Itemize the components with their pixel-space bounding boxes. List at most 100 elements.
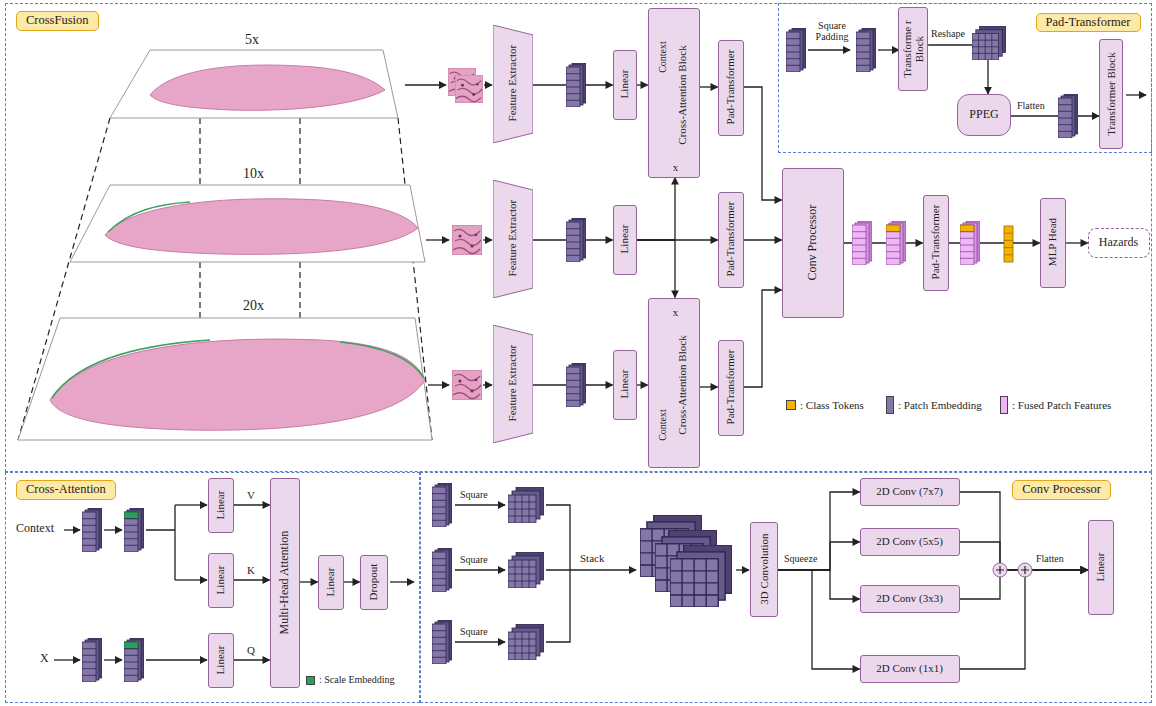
- token-stacks: [432, 548, 452, 592]
- flow-arrows: [546, 505, 570, 642]
- trapezoid-outline: [493, 25, 533, 143]
- box-label: Linear: [618, 225, 630, 254]
- process-box: Linear: [613, 350, 637, 420]
- box-label: Feature Extractor: [506, 200, 518, 277]
- box-label: Linear: [1094, 553, 1106, 582]
- connector-arrow: [234, 504, 270, 505]
- trapezoid-outline: [493, 325, 533, 443]
- annotation-label: Square: [460, 626, 488, 637]
- slide-pyramid: [70, 185, 425, 262]
- slide-pyramid: [105, 199, 418, 255]
- flow-arrows: [736, 569, 749, 570]
- process-box: Linear: [208, 633, 234, 688]
- flow-arrows: [405, 84, 446, 85]
- edge-label: Flatten: [1016, 100, 1046, 111]
- token-stacks: [82, 508, 102, 552]
- sum-node: [993, 563, 1032, 577]
- box-label: x: [673, 305, 679, 317]
- slide-pyramid: [50, 339, 425, 430]
- box-label: 2D Conv (7x7): [876, 485, 943, 497]
- flow-arrows: [104, 529, 122, 530]
- flow-arrows: [426, 239, 449, 240]
- panel-title: CrossFusion: [16, 11, 99, 31]
- box-label: Cross-Attention Block: [675, 335, 687, 434]
- connector-arrow: [960, 570, 1088, 669]
- edge-label: Q: [246, 644, 256, 656]
- box-label: Linear: [324, 568, 336, 597]
- connector-arrow: [960, 492, 1088, 570]
- edge-label: Reshape: [930, 28, 966, 39]
- process-box: Linear: [208, 553, 234, 608]
- flow-arrows: [546, 569, 636, 570]
- connector-arrow: [700, 86, 718, 87]
- box-label: Cross-Attention Block: [675, 45, 687, 144]
- legend-label: : Fused Patch Features: [1012, 399, 1111, 411]
- connector-arrow: [637, 384, 648, 385]
- connector-arrow: [744, 290, 782, 387]
- connector-arrow: [700, 386, 718, 387]
- conv-box: 2D Conv (1x1): [860, 655, 960, 683]
- legend-swatch: [1000, 396, 1008, 414]
- connector-arrow: [1066, 242, 1088, 243]
- sum-node: [1018, 563, 1032, 577]
- trapezoid-outline: [493, 180, 533, 298]
- slide-pyramid: [150, 65, 385, 110]
- flow-arrows: [483, 239, 492, 240]
- process-box: Linear: [208, 478, 234, 533]
- process-box: Conv Processor: [782, 168, 844, 318]
- token-stacks: [856, 28, 876, 72]
- box-label: Multi-Head Attention: [278, 531, 291, 635]
- class-token-column: [1004, 233, 1013, 255]
- process-box: Linear: [318, 555, 344, 610]
- flow-arrows: [483, 384, 492, 385]
- encoder-trapezoid: Feature Extractor: [493, 325, 533, 443]
- process-box: Multi-Head Attention: [270, 478, 300, 688]
- panel: LinearLinearLinearMulti-Head AttentionLi…: [5, 472, 420, 703]
- slide-pyramid: [18, 50, 432, 440]
- class-token-column: [1004, 226, 1013, 262]
- attention-block: ContextCross-Attention Blockx: [648, 8, 700, 178]
- token-stacks: [1058, 94, 1078, 138]
- token-stacks: [566, 363, 586, 407]
- attention-block: xCross-Attention BlockContext: [648, 298, 700, 468]
- box-label: 3D Convolution: [757, 533, 769, 604]
- box-label: Pad-Transformer: [929, 205, 941, 280]
- box-label: Feature Extractor: [506, 345, 518, 422]
- flow-arrows: [428, 384, 449, 385]
- flow-arrows: [104, 659, 122, 660]
- encoder-trapezoid: Feature Extractor: [493, 25, 533, 143]
- process-box: Pad-Transformer: [718, 340, 744, 436]
- box-label: Dropout: [367, 564, 379, 601]
- box-label: Context: [656, 409, 667, 441]
- box-label: Linear: [214, 646, 226, 675]
- panel-title: Cross-Attention: [16, 480, 116, 500]
- annotation-label: 20x: [243, 298, 264, 313]
- flow-arrows: [390, 581, 414, 582]
- box-label: Linear: [618, 70, 630, 99]
- connector-arrow: [778, 570, 860, 669]
- box-label: Pad-Transformer: [724, 202, 736, 277]
- flow-arrows: [175, 579, 207, 580]
- token-stacks: [508, 487, 544, 523]
- annotation-label: Square Padding: [810, 20, 854, 42]
- box-label: Pad-Transformer: [724, 350, 736, 425]
- box-label: 2D Conv (1x1): [876, 662, 943, 674]
- rounded-box: PPEG: [957, 94, 1011, 136]
- token-stacks: [972, 26, 1006, 60]
- box-label: PPEG: [969, 108, 998, 121]
- box-label: Hazards: [1099, 236, 1138, 249]
- connector-arrow: [637, 178, 676, 241]
- output-box: Hazards: [1088, 228, 1150, 258]
- connector-arrow: [778, 542, 860, 570]
- slide-pyramid: [18, 118, 432, 440]
- patch-images: [452, 225, 482, 255]
- token-stacks: [124, 638, 144, 682]
- annotation-label: 5x: [245, 32, 259, 47]
- legend-swatch: [306, 676, 315, 685]
- annotation-label: Context: [16, 522, 54, 535]
- token-stacks: [124, 508, 144, 552]
- connector-arrow: [344, 581, 360, 582]
- process-box: Transforme r Block: [898, 7, 928, 91]
- flow-arrows: [146, 659, 207, 660]
